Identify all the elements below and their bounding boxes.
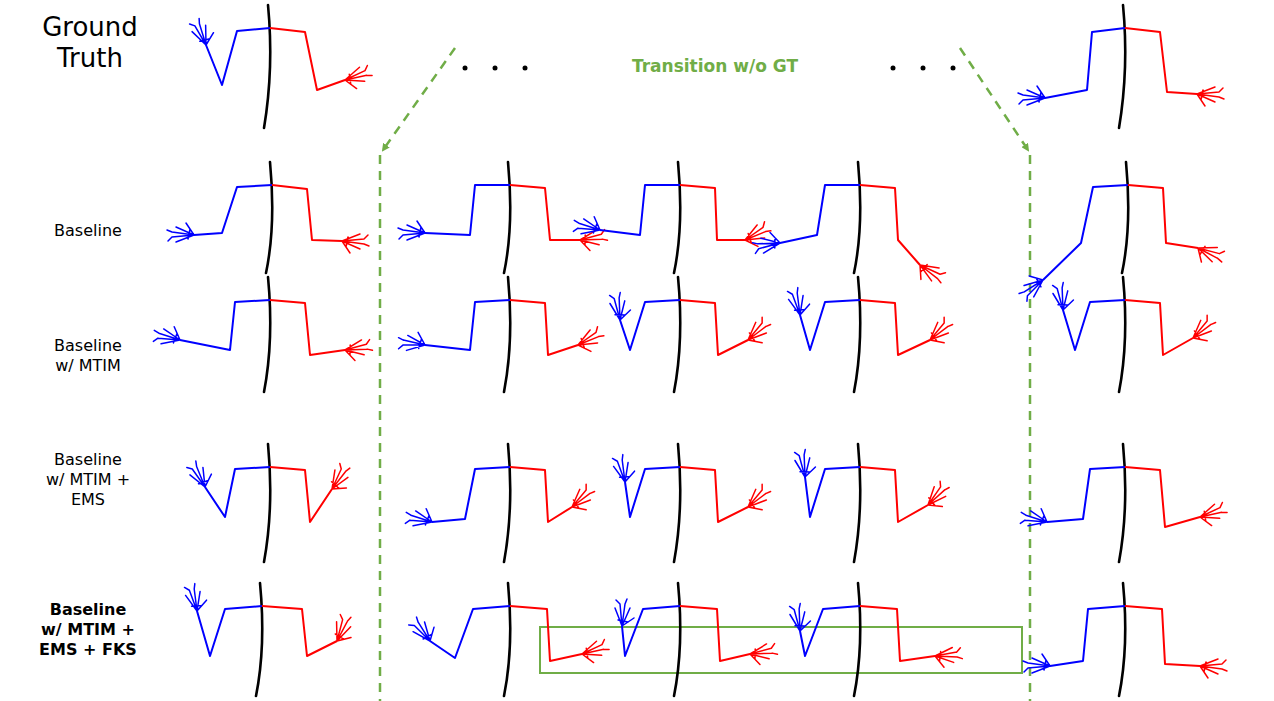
pose-skeleton (407, 583, 611, 696)
pose-skeleton (615, 583, 779, 696)
pose-skeleton (397, 277, 607, 392)
pose-skeleton (572, 162, 774, 273)
pose-skeleton (398, 162, 609, 273)
transition-guide (380, 48, 1030, 701)
pose-skeleton (751, 162, 947, 289)
pose-skeleton (608, 277, 775, 392)
pose-skeleton (1018, 5, 1224, 128)
pose-skeleton (793, 444, 954, 562)
pose-skeleton (1051, 277, 1220, 392)
row-label: Baseline (44, 221, 132, 241)
pose-skeleton (786, 277, 957, 392)
pose-skeleton (788, 583, 963, 696)
pose-skeleton (1015, 162, 1226, 303)
pose-skeleton (1023, 583, 1227, 696)
pose-skeleton (404, 444, 599, 562)
row-label: Ground Truth (38, 12, 142, 74)
transition-label: Transition w/o GT (560, 56, 870, 77)
pose-skeleton (167, 162, 369, 273)
pose-skeleton (185, 444, 355, 562)
row-label: Baseline w/ MTIM (44, 336, 132, 376)
row-label: Baseline w/ MTIM + EMS (44, 450, 132, 510)
pose-skeleton (611, 444, 775, 562)
pose-skeleton (183, 582, 357, 696)
pose-skeleton (152, 277, 373, 392)
pose-skeleton (1019, 444, 1229, 562)
pose-skeleton (188, 5, 374, 128)
row-label: Baseline w/ MTIM + EMS + FKS (38, 600, 138, 660)
